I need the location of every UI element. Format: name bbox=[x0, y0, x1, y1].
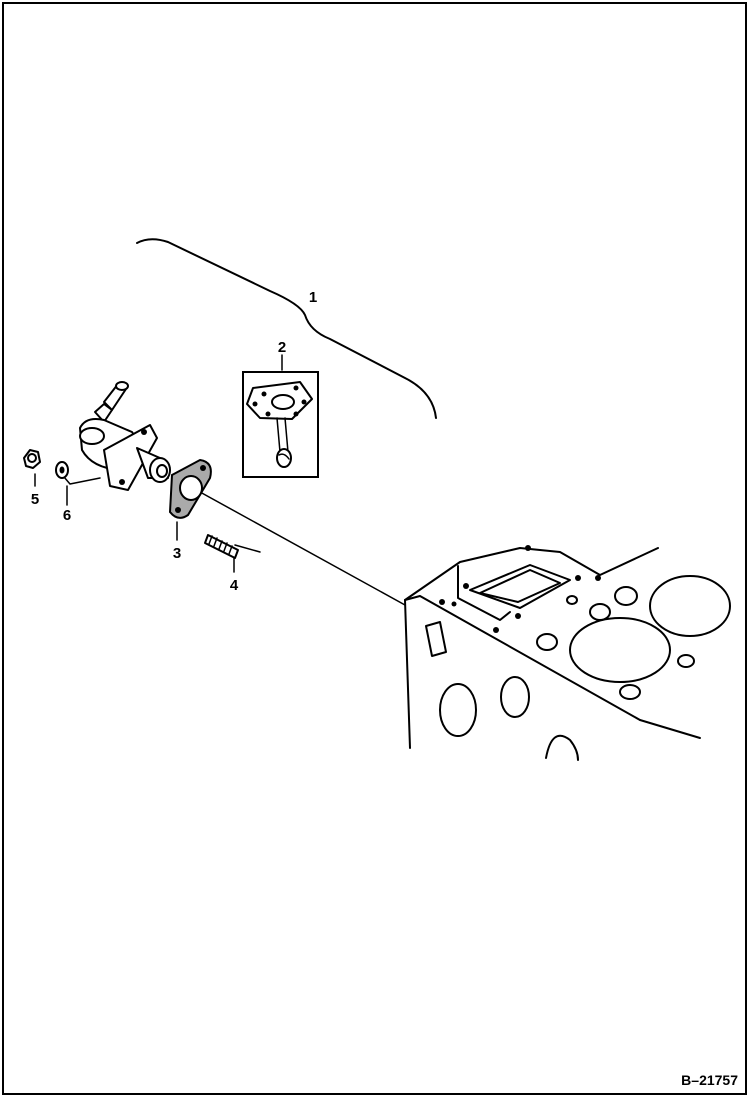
fuel-pump bbox=[79, 381, 171, 491]
engine-block bbox=[404, 545, 731, 761]
gasket-kit-part bbox=[246, 381, 313, 468]
callout-6: 6 bbox=[63, 507, 71, 524]
stud bbox=[204, 534, 239, 559]
callout-1: 1 bbox=[309, 289, 317, 306]
callout-2: 2 bbox=[278, 339, 286, 356]
assembly-centerline bbox=[199, 491, 406, 606]
gasket bbox=[168, 458, 212, 519]
assembly-bracket bbox=[136, 238, 437, 419]
nut bbox=[23, 449, 41, 469]
callout-3: 3 bbox=[173, 545, 181, 562]
figure-id: B–21757 bbox=[681, 1072, 738, 1088]
callout-5: 5 bbox=[31, 491, 39, 508]
washer bbox=[55, 461, 69, 479]
callout-4: 4 bbox=[230, 577, 239, 594]
